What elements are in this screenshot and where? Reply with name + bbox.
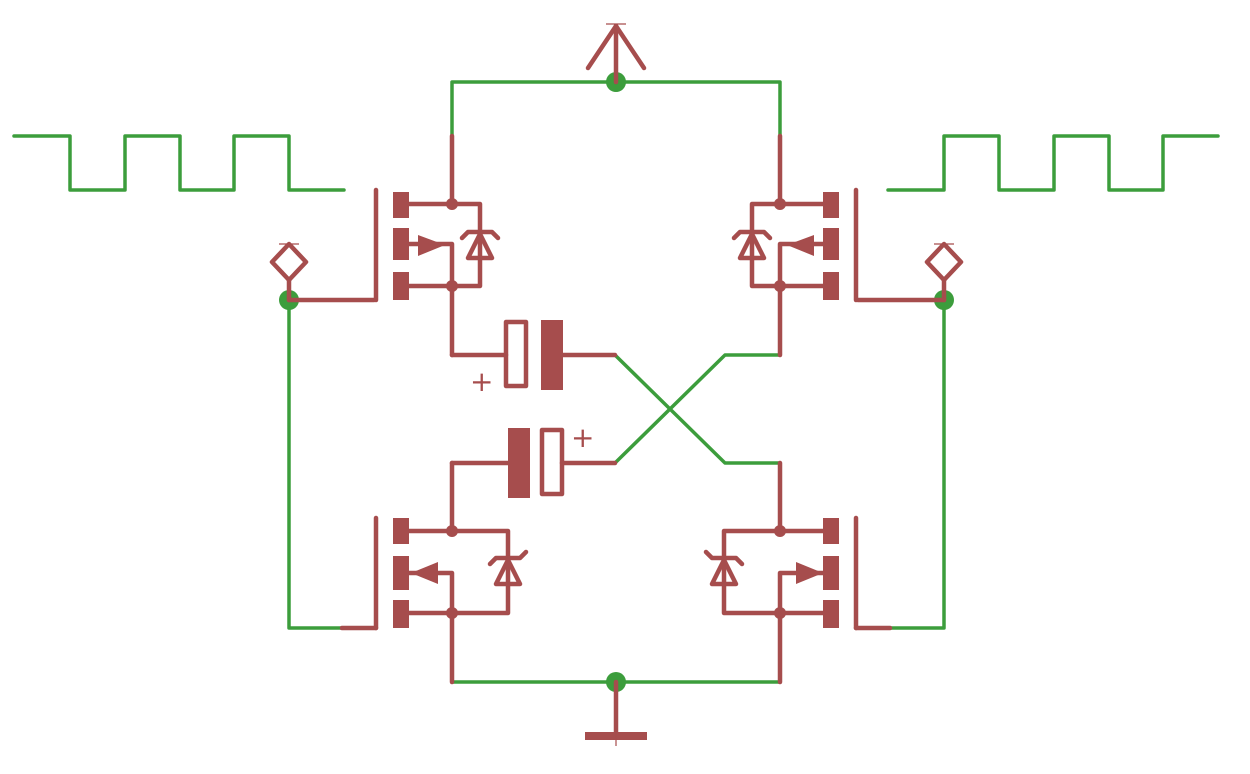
capacitor-lower-polarity: +	[571, 421, 594, 454]
wire-cross-b	[613, 353, 782, 465]
diamond-source-right-icon	[855, 241, 964, 303]
capacitor-c-lower: +	[449, 421, 618, 498]
mosfet-q-bottom-left	[339, 460, 529, 685]
wire-cross-a	[613, 353, 782, 465]
wires	[287, 80, 946, 684]
zener-diode-icon	[449, 201, 483, 289]
mosfet-q-bottom-right	[703, 460, 893, 685]
capacitor-c-upper: +	[449, 319, 618, 398]
wire-left-gate	[287, 298, 344, 630]
ground-bar-icon	[585, 679, 647, 746]
diamond-source-left-icon	[269, 241, 377, 303]
mosfet-q-top-right	[731, 133, 859, 358]
wire-right-gate	[888, 298, 946, 630]
supply-arrow-icon	[585, 23, 647, 85]
square-wave-left-icon	[12, 134, 346, 192]
zener-diode-icon	[449, 528, 511, 616]
wire-junctions	[279, 72, 954, 692]
zener-diode-icon	[749, 201, 783, 289]
capacitor-upper-polarity: +	[470, 365, 493, 398]
mosfet-q-top-left	[373, 133, 501, 358]
square-wave-right-icon	[886, 134, 1220, 192]
zener-diode-icon	[721, 528, 783, 616]
